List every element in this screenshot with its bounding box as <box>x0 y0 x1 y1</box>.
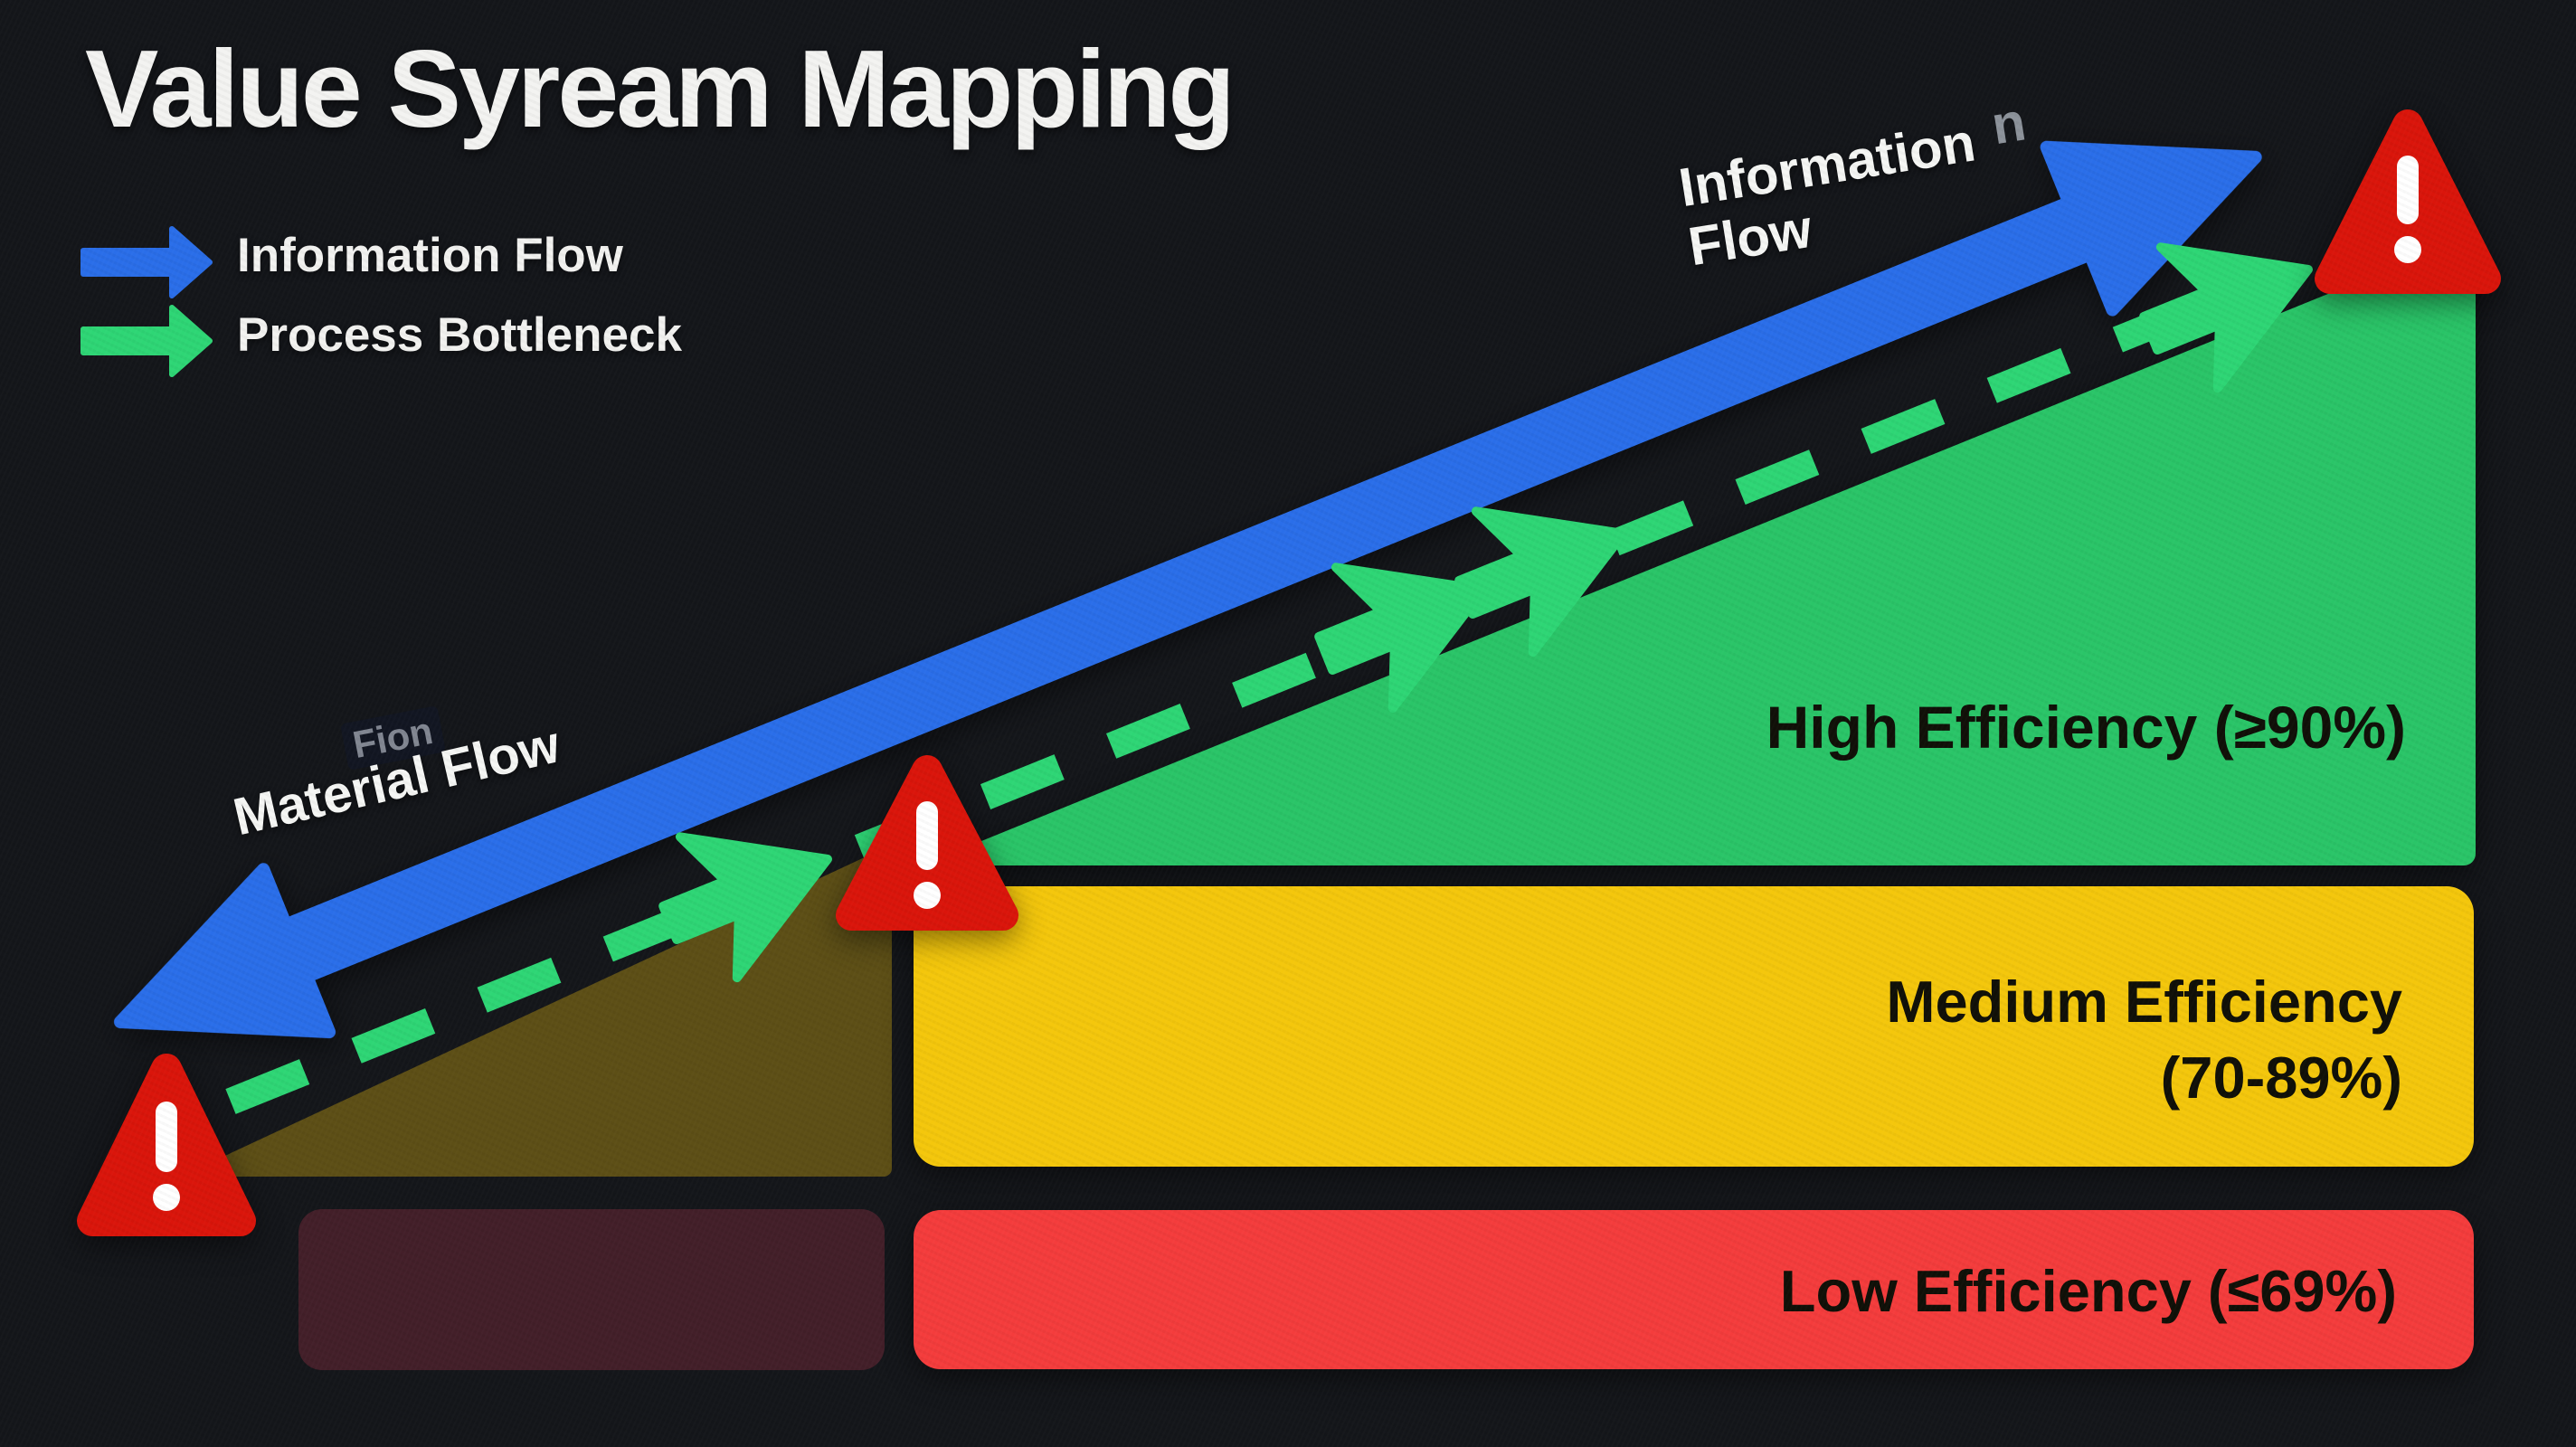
warning-exclamation-bar <box>156 1102 177 1172</box>
warning-exclamation-dot <box>2394 236 2421 263</box>
warning-exclamation-bar <box>916 801 938 870</box>
legend-bottleneck-arrow-icon <box>80 305 213 377</box>
legend-information-flow-label: Information Flow <box>237 229 623 282</box>
warning-icon-middle <box>836 755 1018 931</box>
zone-low <box>914 1210 2474 1369</box>
warning-icon-bottom-left <box>77 1054 256 1236</box>
zone-high-label: High Efficiency (≥90%) <box>1766 694 2406 761</box>
legend-information-arrow-icon <box>80 226 213 298</box>
warning-exclamation-bar <box>2397 156 2419 224</box>
bottleneck-arrowhead <box>1454 506 1628 657</box>
legend-process-bottleneck-label: Process Bottleneck <box>237 308 682 362</box>
bottleneck-arrowhead <box>1314 563 1488 714</box>
zone-medium <box>914 886 2474 1167</box>
zone-medium-label: Medium Efficiency (70-89%) <box>1492 964 2402 1116</box>
page-title: Value Syream Mapping <box>85 27 1236 150</box>
warning-exclamation-dot <box>153 1184 180 1211</box>
zone-low-label: Low Efficiency (≤69%) <box>1779 1258 2397 1324</box>
zone-medium-label-line1: Medium Efficiency <box>1886 969 2402 1035</box>
bottleneck-arrowhead <box>658 832 832 983</box>
zone-medium-muted <box>209 849 892 1177</box>
information-flow-arrow <box>114 140 2262 1039</box>
warning-exclamation-dot <box>914 882 941 909</box>
zone-low-muted <box>298 1209 885 1370</box>
warning-icon-top-right <box>2315 109 2501 294</box>
bottleneck-dashed-line <box>225 313 2158 1114</box>
bottleneck-arrowhead <box>2139 242 2313 393</box>
zone-medium-label-line2: (70-89%) <box>2160 1045 2402 1111</box>
